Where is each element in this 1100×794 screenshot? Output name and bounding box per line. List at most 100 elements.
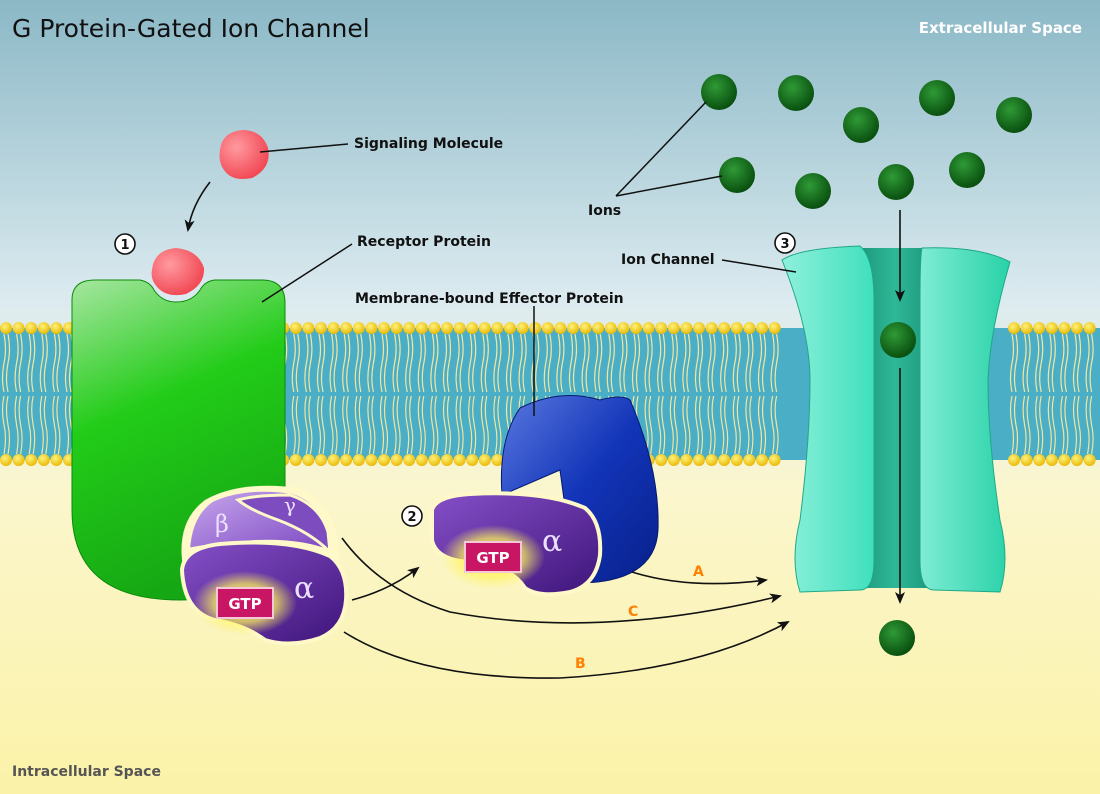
lipid-tail xyxy=(27,333,32,393)
lipid-tail xyxy=(346,333,351,393)
lipid-head xyxy=(37,454,50,466)
lipid-head xyxy=(1071,454,1083,466)
lipid-tail xyxy=(421,395,426,455)
alpha-symbol-free: α xyxy=(542,524,562,559)
lipid-tail xyxy=(736,395,741,455)
lipid-tail xyxy=(736,333,741,393)
ions-group xyxy=(701,74,1032,656)
lipid-tail xyxy=(5,333,11,393)
lipid-tail xyxy=(383,395,389,455)
lipid-tail xyxy=(295,395,300,455)
lipid-head xyxy=(0,322,12,334)
lipid-tail xyxy=(1039,333,1044,393)
step-1-text: 1 xyxy=(120,238,129,253)
lipid-tail xyxy=(619,333,624,393)
lipid-tail xyxy=(770,333,775,393)
lipid-tail xyxy=(52,333,57,393)
lipid-tail xyxy=(497,395,502,455)
lipid-tail xyxy=(1035,395,1040,455)
lipid-tail xyxy=(518,333,523,393)
lipid-tail xyxy=(18,333,23,393)
lipid-head xyxy=(315,322,327,334)
leader-ion-channel xyxy=(721,259,797,273)
lipid-head xyxy=(378,454,390,466)
lipid-tail xyxy=(631,333,637,393)
lipid-tail xyxy=(694,395,700,455)
ion xyxy=(778,75,814,111)
lipid-tail xyxy=(56,395,61,455)
lipid-head xyxy=(1020,322,1033,334)
lipid-head xyxy=(756,454,768,466)
lipid-tail xyxy=(724,333,729,393)
lipid-head xyxy=(0,454,12,466)
lipid-tail xyxy=(1089,395,1094,455)
lipid-head xyxy=(352,454,365,466)
step-marker-2: 2 xyxy=(401,505,423,527)
label-receptor-protein: Receptor Protein xyxy=(357,234,491,250)
lipid-tail xyxy=(421,333,426,393)
lipid-tail xyxy=(774,395,779,455)
lipid-tail xyxy=(509,333,515,393)
step-2-text: 2 xyxy=(407,510,416,525)
lipid-tail xyxy=(1060,395,1065,455)
lipid-tail xyxy=(468,395,473,455)
lipid-head xyxy=(453,322,466,334)
lipid-tail xyxy=(358,395,363,455)
lipid-tail xyxy=(64,333,70,393)
lipid-tail xyxy=(711,395,716,455)
lipid-tail xyxy=(657,333,662,393)
leader-receptor xyxy=(261,243,353,303)
lipid-tail xyxy=(316,333,322,393)
lipid-tail xyxy=(1047,333,1052,393)
ion xyxy=(795,173,831,209)
lipid-head xyxy=(1033,454,1046,466)
lipid-head xyxy=(768,454,781,466)
lipid-tail xyxy=(749,333,754,393)
lipid-head xyxy=(655,322,668,334)
ion-channel xyxy=(781,245,1011,593)
lipid-tail xyxy=(686,333,691,393)
lipid-head xyxy=(630,322,642,334)
lipid-tail xyxy=(320,333,326,393)
lipid-tail xyxy=(732,395,737,455)
lipid-tail xyxy=(1013,333,1019,393)
lipid-tail xyxy=(43,333,48,393)
lipid-head xyxy=(289,322,302,334)
lipid-tail xyxy=(757,333,763,393)
lipid-head xyxy=(365,322,378,334)
leader-ions-2 xyxy=(615,175,723,197)
lipid-tail xyxy=(1064,333,1069,393)
ion xyxy=(996,97,1032,133)
lipid-tail xyxy=(346,395,351,455)
lipid-head xyxy=(1008,454,1020,466)
lipid-tail xyxy=(1076,395,1082,455)
lipid-head xyxy=(1045,454,1058,466)
lipid-tail xyxy=(405,333,410,393)
ion xyxy=(701,74,737,110)
lipid-tail xyxy=(64,395,70,455)
lipid-head xyxy=(315,454,327,466)
lipid-tail xyxy=(371,333,376,393)
lipid-head xyxy=(441,322,453,334)
lipid-tail xyxy=(291,333,296,393)
arrows xyxy=(184,181,905,679)
lipid-head xyxy=(378,322,390,334)
lipid-head xyxy=(50,322,63,334)
lipid-tail xyxy=(27,395,32,455)
lipid-tail xyxy=(581,333,586,393)
lipid-head xyxy=(1083,322,1096,334)
lipid-head xyxy=(453,454,466,466)
pathway-label-c: C xyxy=(628,604,638,620)
lipid-tail xyxy=(745,333,750,393)
lipid-tail xyxy=(1076,333,1082,393)
lipid-tail xyxy=(354,395,359,455)
lipid-tail xyxy=(770,395,775,455)
ion xyxy=(880,322,916,358)
lipid-tail xyxy=(308,333,313,393)
lipid-head xyxy=(340,322,353,334)
lipid-tail xyxy=(711,333,716,393)
lipid-head xyxy=(592,322,605,334)
gtp-badge-complex xyxy=(193,571,297,635)
lipid-tail xyxy=(661,333,666,393)
lipid-tail xyxy=(455,333,460,393)
